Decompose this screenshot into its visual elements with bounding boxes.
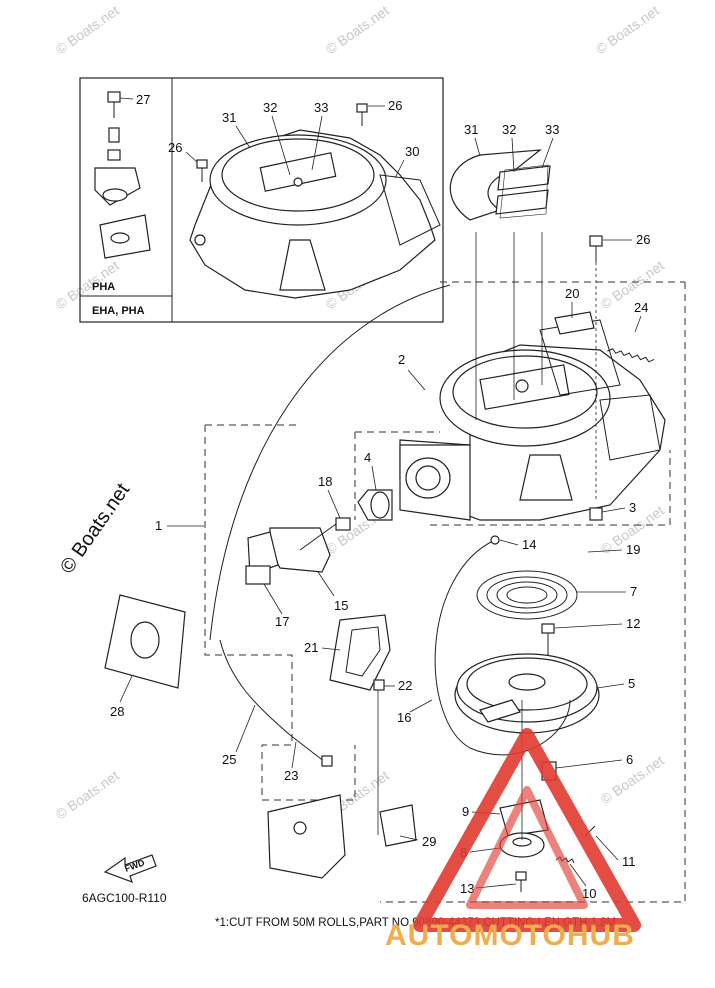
callout-7: 7 <box>630 584 637 599</box>
inset-panel: PHA EHA, PHA <box>79 77 444 323</box>
handle-assembly <box>245 489 393 585</box>
callout-3: 3 <box>629 500 636 515</box>
callout-32-inset: 32 <box>263 100 277 115</box>
callout-19: 19 <box>626 542 640 557</box>
callout-26: 26 <box>636 232 650 247</box>
callout-31: 31 <box>464 122 478 137</box>
callout-26-inset-right: 26 <box>388 98 402 113</box>
fwd-arrow-icon: FWD <box>103 854 157 883</box>
callout-15: 15 <box>334 598 348 613</box>
callout-25: 25 <box>222 752 236 767</box>
callout-23: 23 <box>284 768 298 783</box>
watermark-text: © Boats.net <box>598 257 667 312</box>
plate-20 <box>554 311 595 335</box>
callout-31-inset: 31 <box>222 110 236 125</box>
callout-26-inset-left: 26 <box>168 140 182 155</box>
callout-27-inset: 27 <box>136 92 150 107</box>
callout-24: 24 <box>634 300 648 315</box>
inset-label-eha-pha: EHA, PHA <box>92 305 145 317</box>
callout-17: 17 <box>275 614 289 629</box>
diagram-code: 6AGC100-R110 <box>82 891 167 905</box>
bolt-26 <box>589 235 603 500</box>
assembly-boundaries <box>204 281 686 903</box>
callout-33-inset: 33 <box>314 100 328 115</box>
callout-6: 6 <box>626 752 633 767</box>
callout-28: 28 <box>110 704 124 719</box>
explode-lines <box>377 232 543 840</box>
callout-21: 21 <box>304 640 318 655</box>
callout-9: 9 <box>462 804 469 819</box>
watermark-large: © Boats.net <box>56 479 134 578</box>
watermark-text: © Boats.net <box>53 2 122 57</box>
callout-33: 33 <box>545 122 559 137</box>
callout-5: 5 <box>628 676 635 691</box>
inset-bolts <box>196 103 368 182</box>
inset-label-pha: PHA <box>92 281 115 293</box>
callout-16: 16 <box>397 710 411 725</box>
callout-10: 10 <box>582 886 596 901</box>
callout-20: 20 <box>565 286 579 301</box>
watermark-text: © Boats.net <box>593 2 662 57</box>
cable-25 <box>219 639 333 767</box>
automotohub-logo: AUTOMOTOHUB <box>385 728 641 952</box>
collar-3 <box>589 507 603 521</box>
callout-32: 32 <box>502 122 516 137</box>
logo-text: AUTOMOTOHUB <box>385 919 635 952</box>
callout-4: 4 <box>364 450 371 465</box>
gasket-28 <box>104 594 186 689</box>
callout-14: 14 <box>522 537 536 552</box>
lower-plate <box>267 794 417 879</box>
inset-bolt-stack <box>94 91 151 259</box>
watermark-text: © Boats.net <box>323 2 392 57</box>
callout-11: 11 <box>622 854 636 869</box>
starter-rope-16 <box>434 535 571 756</box>
starter-housing <box>399 319 666 521</box>
callout-1: 1 <box>155 518 162 533</box>
bracket-21 <box>329 614 391 691</box>
spring-24 <box>607 348 655 363</box>
callout-13: 13 <box>460 881 474 896</box>
pulley-5 <box>454 653 600 734</box>
watermark-text: © Boats.net <box>53 767 122 822</box>
inset-recoil-housing <box>189 129 441 299</box>
callout-2: 2 <box>398 352 405 367</box>
callout-30-inset: 30 <box>405 144 419 159</box>
decal-set <box>449 149 551 221</box>
callout-29: 29 <box>422 834 436 849</box>
callout-22: 22 <box>398 678 412 693</box>
callout-18: 18 <box>318 474 332 489</box>
callout-12: 12 <box>626 616 640 631</box>
callouts: 31 32 33 26 20 24 2 4 18 1 3 14 19 7 12 … <box>110 122 650 901</box>
spiral-spring-7 <box>476 570 578 620</box>
